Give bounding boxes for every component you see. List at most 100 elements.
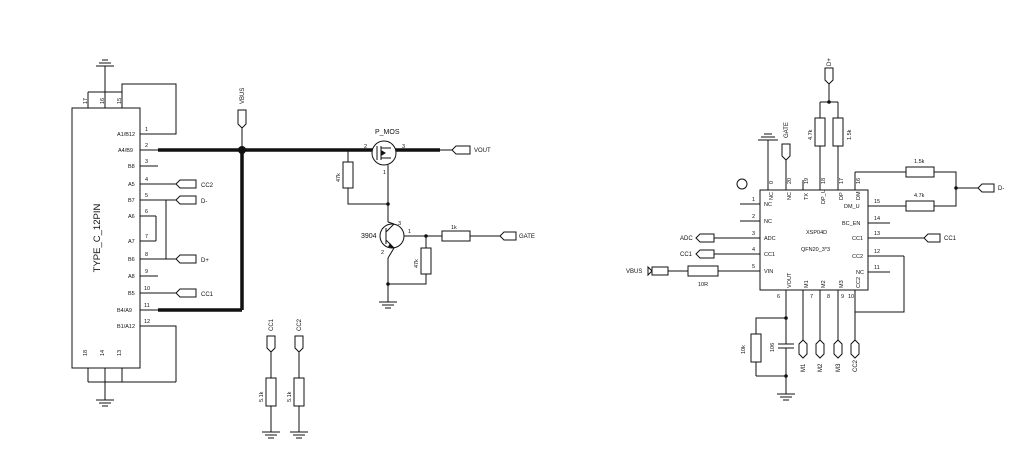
net-label-cc1: CC1 (944, 236, 957, 242)
connector-pin-num: 11 (144, 303, 150, 309)
resistor-vout-value: 10k (741, 345, 747, 354)
connector-pin-name: A6 (128, 214, 135, 220)
controller-pin-num: 2 (752, 214, 755, 220)
controller-pin-num: 13 (874, 231, 880, 237)
connector-pin-num: 1 (145, 127, 148, 133)
connector-pin-name: B8 (128, 164, 135, 170)
connector-top-pin: 17 (83, 98, 89, 104)
resistor-dm-u (905, 200, 935, 212)
npn-pin: 1 (408, 229, 411, 235)
controller-pin-num: 4 (752, 247, 755, 253)
net-label-cc1: CC1 (201, 292, 214, 298)
controller-pin-name: CC1 (852, 236, 863, 242)
pin1-marker (736, 178, 748, 190)
resistor-gate-pullup (342, 161, 354, 189)
resistor-base-value: 1k (451, 225, 457, 231)
controller-package: QFN20_3*3 (801, 247, 830, 253)
power-switch: P_MOS 2 3 1 VOUT 47k 3904 3 1 2 1k GATE … (336, 129, 535, 309)
connector-pin-name: A4/B9 (118, 148, 133, 154)
connector-pin-num: 8 (145, 252, 148, 258)
net-flag-vbus (237, 109, 247, 129)
controller-pin-name: TX (804, 193, 810, 200)
connector-pin-name: A1/B12 (117, 132, 135, 138)
controller-pin-num: 19 (804, 178, 810, 184)
net-flag-cc1 (695, 249, 715, 259)
npn-pin: 2 (381, 250, 384, 256)
p-mos-ref: P_MOS (375, 129, 400, 136)
resistor-dp-u (814, 117, 826, 147)
net-flag-dminus (977, 183, 995, 193)
net-label-cc2: CC2 (201, 183, 214, 189)
resistor-vin (687, 265, 719, 277)
resistor-cc2 (293, 377, 305, 407)
resistor-dp (832, 117, 844, 147)
net-label-gate: GATE (784, 122, 790, 138)
net-label-cc2: CC2 (297, 318, 303, 331)
net-flag-cc2 (175, 179, 197, 189)
connector-bottom-pin: 13 (117, 350, 123, 356)
controller-pin-num: 15 (874, 199, 880, 205)
controller-pin-name: BC_EN (842, 221, 860, 227)
net-label-vbus: VBUS (626, 269, 642, 275)
controller-pin-num: 1 (752, 197, 755, 203)
controller-pin-num: 8 (827, 294, 830, 300)
connector-pin-name: A8 (128, 274, 135, 280)
connector-pin-num: 5 (145, 193, 148, 199)
net-flag-cc2 (294, 335, 304, 353)
resistor-vout (750, 333, 762, 363)
connector-bottom-pin: 18 (83, 350, 89, 356)
net-flag-m2 (815, 339, 825, 359)
resistor-dm-value: 1.5k (914, 159, 925, 165)
net-flag-gate (499, 231, 517, 241)
connector-pin-num: 3 (145, 159, 148, 165)
controller-pin-num: 0 (769, 181, 775, 184)
connector-pin-name: B7 (128, 198, 135, 204)
npn-ref: 3904 (361, 233, 377, 240)
resistor-base (441, 230, 471, 242)
controller-pin-num: 14 (874, 216, 880, 222)
controller-pin-num: 20 (787, 178, 793, 184)
p-mos-pin: 3 (402, 144, 405, 150)
net-flag-m3 (833, 339, 843, 359)
cc-pulldowns: CC1 5.1k CC2 5.1k (259, 318, 308, 439)
resistor-dp-u-value: 4.7k (808, 129, 814, 140)
connector-pin-name: B1/A12 (117, 324, 135, 330)
net-flag-dplus (824, 67, 834, 85)
npn-pin: 3 (398, 221, 401, 227)
resistor-cc1-value: 5.1k (259, 391, 265, 402)
net-flag-vbus-arrow (647, 265, 653, 277)
net-flag-dplus (175, 254, 197, 264)
connector-pin-name: B5 (128, 291, 135, 297)
net-flag-dminus (175, 195, 197, 205)
controller-pin-num: 18 (821, 178, 827, 184)
p-mos-pin: 1 (383, 170, 386, 176)
controller-pin-name: NC (764, 202, 772, 208)
connector-bottom-pin: 14 (100, 350, 106, 356)
controller-pin-name: VOUT (787, 272, 793, 288)
connector-ref: TYPE_C_12PIN (92, 204, 103, 273)
connector-top-pin: 16 (100, 98, 106, 104)
resistor-gate-pullup-value: 47k (336, 173, 342, 182)
connector-pin-num: 9 (145, 269, 148, 275)
controller-ref: XSP04D (806, 230, 827, 236)
controller-pin-name: ADC (764, 236, 776, 242)
controller-pin-name: M2 (821, 280, 827, 288)
controller-pin-num: 11 (874, 265, 880, 271)
net-label-adc: ADC (680, 236, 693, 242)
connector-pin-num: 6 (145, 209, 148, 215)
resistor-cc2-value: 5.1k (287, 391, 293, 402)
resistor-dm (905, 166, 935, 178)
controller-pin-num: 3 (752, 231, 755, 237)
net-flag-cc1 (923, 233, 941, 243)
controller-pin-name: CC2 (856, 277, 862, 288)
connector-pin-name: A5 (128, 182, 135, 188)
controller-pin-name: M3 (839, 280, 845, 288)
controller-pin-name: M1 (804, 280, 810, 288)
connector-pin-num: 12 (144, 319, 150, 325)
controller-pin-num: 10 (848, 294, 854, 300)
resistor-cc1 (265, 377, 277, 407)
p-mos-pin: 2 (364, 144, 367, 150)
net-label-dplus: D+ (827, 58, 833, 66)
controller-pin-num: 5 (752, 264, 755, 270)
